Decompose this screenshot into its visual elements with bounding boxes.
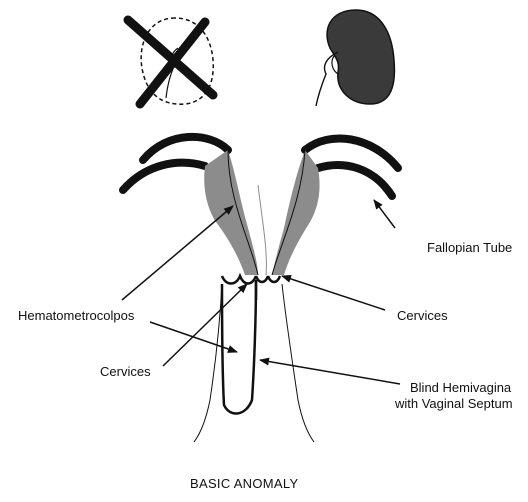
left-hemiuterus <box>123 137 258 275</box>
blind-hemivagina-shape <box>222 280 256 414</box>
label-blind-hemivagina-line1: Blind Hemivagina <box>410 380 512 395</box>
blind-hemivagina-arrow <box>260 360 400 384</box>
label-cervices-left: Cervices <box>100 364 151 379</box>
fallopian-tube-arrow <box>374 200 395 228</box>
caption: BASIC ANOMALY <box>190 476 298 491</box>
hematometrocolpos-arrow-upper <box>122 206 233 300</box>
cervices-left-arrow <box>163 284 247 366</box>
label-cervices-right: Cervices <box>397 308 448 323</box>
kidney-icon <box>316 10 394 106</box>
label-hematometrocolpos: Hematometrocolpos <box>18 308 135 323</box>
cervices-right-arrow <box>282 276 385 310</box>
absent-kidney-icon <box>128 18 213 104</box>
cervices-shape <box>222 276 280 284</box>
right-hemiuterus <box>258 138 398 275</box>
label-blind-hemivagina-line2: with Vaginal Septum <box>394 396 513 411</box>
label-fallopian-tube: Fallopian Tube <box>427 240 512 255</box>
